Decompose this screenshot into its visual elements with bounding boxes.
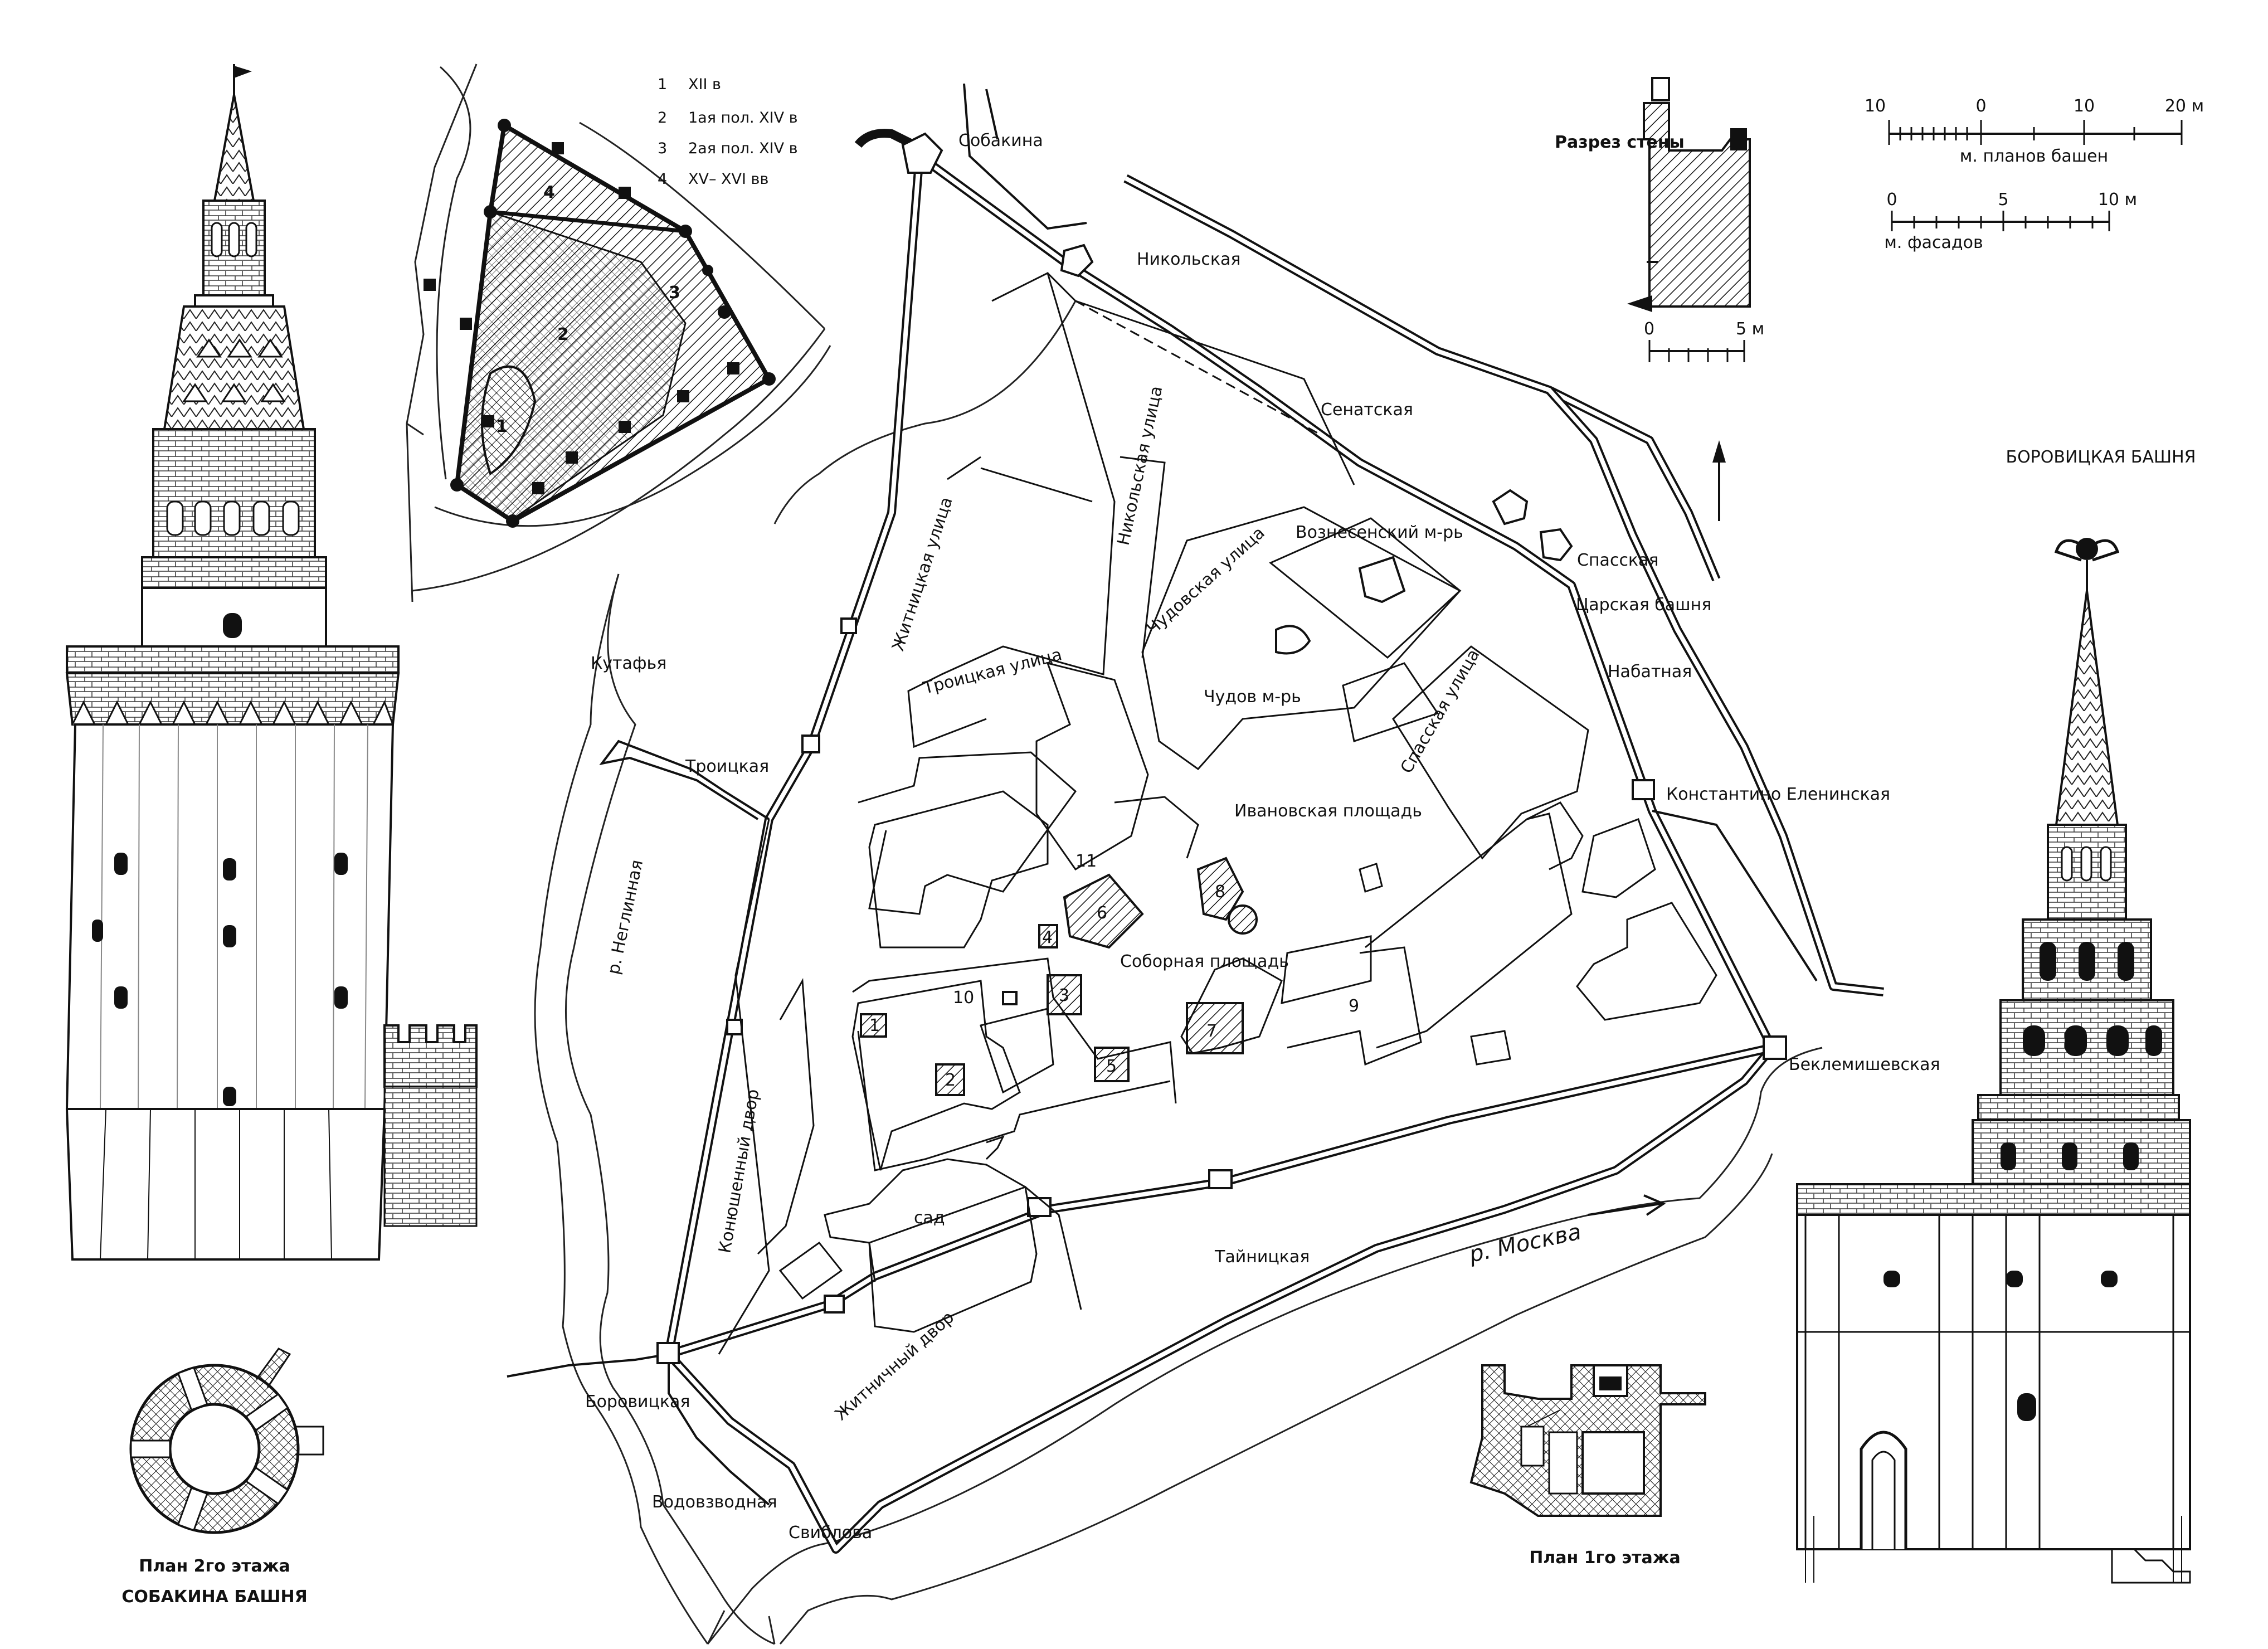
- river-flow-arrow-icon: [1588, 1194, 1666, 1216]
- label-zhitnichny: Житничный двор: [831, 1307, 958, 1424]
- facade-scale-tick-3: 10 м: [2098, 190, 2137, 210]
- building-6: [1063, 873, 1144, 949]
- legend-num-4: 4: [658, 171, 667, 188]
- plan-scale-tick-1: 10: [1865, 96, 1886, 116]
- label-troitskaya: Троицкая: [685, 757, 769, 776]
- label-sad: сад: [914, 1208, 945, 1228]
- svg-text:2: 2: [557, 325, 569, 344]
- label-sobornaya: Соборная площадь: [1120, 952, 1289, 971]
- legend-text-4: XV– XVI вв: [688, 171, 768, 188]
- wall-section: Разрез стены 0 5 м: [1555, 77, 1764, 362]
- label-spasskaya: Спасская: [1577, 551, 1658, 570]
- label-sobakina: Собакина: [958, 131, 1043, 150]
- legend-text-2: 1ая пол. XIV в: [688, 109, 798, 127]
- legend-num-2: 2: [658, 109, 667, 127]
- ground-plan-caption: План 1го этажа: [1529, 1548, 1681, 1568]
- sobakina-floor-plan: План 2го этажа СОБАКИНА БАШНЯ: [121, 1348, 324, 1607]
- plan-scale-tick-3: 10: [2074, 96, 2095, 116]
- svg-text:1: 1: [869, 1016, 880, 1035]
- borovitskaya-title: БОРОВИЦКАЯ БАШНЯ: [2006, 447, 2196, 467]
- plan-scale-caption: м. планов башен: [1960, 147, 2108, 166]
- label-borovitskaya: Боровицкая: [585, 1392, 690, 1412]
- svg-text:10: 10: [953, 988, 974, 1008]
- legend-text-1: XII в: [688, 76, 721, 93]
- svg-text:3: 3: [669, 283, 680, 303]
- legend-num-1: 1: [658, 76, 667, 93]
- section-scale-0: 0: [1644, 319, 1654, 339]
- building-3: [1047, 974, 1082, 1015]
- section-scale-5: 5 м: [1736, 319, 1764, 339]
- label-beklemishevskaya: Беклемишевская: [1789, 1055, 1940, 1074]
- legend-text-3: 2ая пол. XIV в: [688, 140, 798, 157]
- building-2: [935, 1063, 965, 1096]
- label-kutafya: Кутафья: [591, 654, 666, 673]
- cathedrals: 1 2 3 4 5 6 7 8 9 10 11: [860, 556, 1406, 1096]
- building-5: [1094, 1047, 1130, 1082]
- svg-text:6: 6: [1097, 903, 1107, 923]
- label-konyushenny: Конюшенный двор: [715, 1088, 763, 1255]
- ground-floor-plan: План 1го этажа: [1469, 1364, 1706, 1568]
- building-1: [860, 1013, 887, 1038]
- label-neglinnaya: р. Неглинная: [604, 858, 648, 976]
- label-spasskaya-street: Спасская улица: [1397, 646, 1484, 777]
- facade-scale-tick-1: 0: [1886, 190, 1897, 210]
- svg-text:9: 9: [1349, 996, 1359, 1016]
- building-4: [1038, 924, 1058, 948]
- legend-num-3: 3: [658, 140, 667, 157]
- svg-text:7: 7: [1206, 1021, 1217, 1041]
- borovitskaya-tower-elevation: БОРОВИЦКАЯ БАШНЯ: [1796, 447, 2196, 1584]
- label-sviblova: Свиблова: [789, 1523, 872, 1543]
- label-tsarskaya: Царская башня: [1576, 595, 1711, 615]
- facade-scale-tick-2: 5: [1998, 190, 2008, 210]
- label-troitskaya-street: Троицкая улица: [921, 645, 1064, 698]
- svg-text:4: 4: [543, 183, 555, 202]
- north-arrow-icon: [1712, 440, 1726, 463]
- label-voznesensky: Вознесенский м-рь: [1296, 523, 1463, 542]
- svg-text:2: 2: [945, 1071, 956, 1090]
- map-labels: Собакина Никольская Сенатская Спасская Ц…: [585, 131, 1940, 1543]
- scale-bars: 10 0 10 20 м м. планов башен 0 5 10 м м.…: [1865, 96, 2204, 252]
- historical-inset-map: 4 2 3 1: [406, 64, 831, 602]
- label-nikolskaya: Никольская: [1137, 250, 1240, 269]
- label-moskva-river: р. Москва: [1467, 1219, 1584, 1268]
- plan-scale-tick-4: 20 м: [2165, 96, 2204, 116]
- label-zhitnitskaya-street: Житницкая улица: [888, 495, 956, 654]
- label-chudovskaya-street: Чудовская улица: [1143, 523, 1269, 639]
- label-ivanovskaya: Ивановская площадь: [1234, 801, 1422, 821]
- label-vodovzvodnaya: Водовзводная: [652, 1492, 777, 1512]
- svg-text:3: 3: [1059, 986, 1069, 1005]
- sobakina-plan-caption: План 2го этажа: [139, 1556, 290, 1576]
- wall-towers: [656, 132, 1787, 1364]
- label-nabatnaya: Набатная: [1608, 662, 1692, 682]
- label-senatskaya: Сенатская: [1321, 400, 1413, 420]
- label-chudov: Чудов м-рь: [1204, 687, 1301, 707]
- svg-text:11: 11: [1075, 852, 1097, 871]
- plan-scale-tick-2: 0: [1975, 96, 1986, 116]
- sobakina-tower-elevation: [65, 64, 478, 1261]
- building-7: [1186, 1002, 1244, 1054]
- label-konstantino: Константино Еленинская: [1666, 785, 1890, 804]
- svg-text:1: 1: [496, 417, 508, 436]
- building-8: [1196, 857, 1244, 921]
- flag-icon: [234, 66, 252, 78]
- legend: 1 XII в 2 1ая пол. XIV в 3 2ая пол. XIV …: [658, 76, 798, 188]
- svg-text:8: 8: [1215, 882, 1225, 902]
- eagle-icon: [2054, 539, 2120, 562]
- svg-text:5: 5: [1106, 1057, 1117, 1076]
- facade-scale-caption: м. фасадов: [1884, 233, 1983, 252]
- svg-text:4: 4: [1042, 928, 1053, 947]
- label-taynitskaya: Тайницкая: [1214, 1247, 1310, 1267]
- city-blocks: [718, 271, 1717, 1355]
- sobakina-title: СОБАКИНА БАШНЯ: [121, 1587, 307, 1607]
- north-arrow: [1712, 440, 1726, 521]
